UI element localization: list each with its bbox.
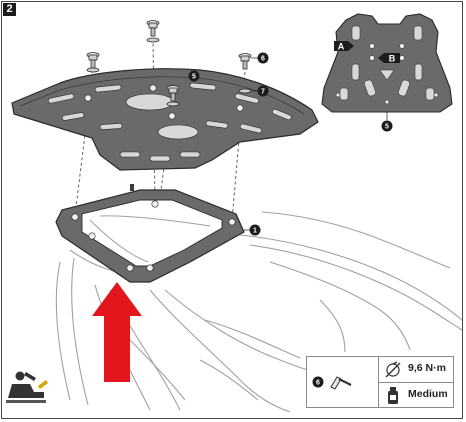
callout-top-plate-inset-label: 5 (385, 124, 389, 131)
svg-text:B: B (389, 54, 396, 64)
top-plate-body (11, 68, 319, 171)
top-plate-holes (84, 84, 244, 120)
callout-washer: 7 (251, 85, 269, 97)
screw-icon (330, 376, 352, 390)
base-plate-holes (71, 200, 236, 272)
legend-part-number: 6 (316, 380, 320, 387)
screw-1 (86, 52, 100, 73)
callout-screw-label: 6 (261, 56, 265, 63)
base-plate (55, 184, 245, 283)
callout-washer-label: 7 (261, 89, 265, 96)
callout-top-plate: 5 (188, 70, 200, 82)
mechanic-tool-icon (6, 371, 48, 403)
torque-wrench-icon (385, 361, 401, 378)
inset-top-plate-view: A B 5 (321, 13, 453, 132)
direction-arrow (92, 282, 142, 382)
torque-value: 9,6 N·m (408, 362, 446, 374)
legend-part-cell: 6 (312, 376, 352, 390)
step-number-badge: 2 (3, 3, 16, 16)
screws-and-washers (86, 20, 252, 107)
svg-text:A: A (338, 42, 345, 52)
callout-base-plate-label: 1 (253, 228, 257, 235)
callout-top-plate-inset: 5 (381, 112, 393, 132)
inset-plate-holes (335, 43, 439, 105)
inset-label-b: B (378, 53, 400, 64)
screw-2 (146, 20, 160, 43)
top-plate-slots (48, 82, 292, 162)
threadlocker-bottle-icon (388, 387, 398, 404)
screw-3 (166, 85, 180, 107)
legend-part-badge (312, 376, 324, 388)
callout-base-plate: 1 (244, 224, 261, 236)
legend-divider-horizontal (378, 382, 454, 383)
base-plate-pin (130, 184, 134, 191)
threadlocker-strength: Medium (408, 388, 448, 400)
top-rack-plate (11, 68, 319, 171)
fastening-legend: 6 9,6 N·m Medium (306, 356, 454, 408)
callout-screw: 6 (251, 52, 269, 64)
callout-top-plate-label: 5 (192, 74, 196, 81)
inset-label-a: A (334, 41, 354, 52)
